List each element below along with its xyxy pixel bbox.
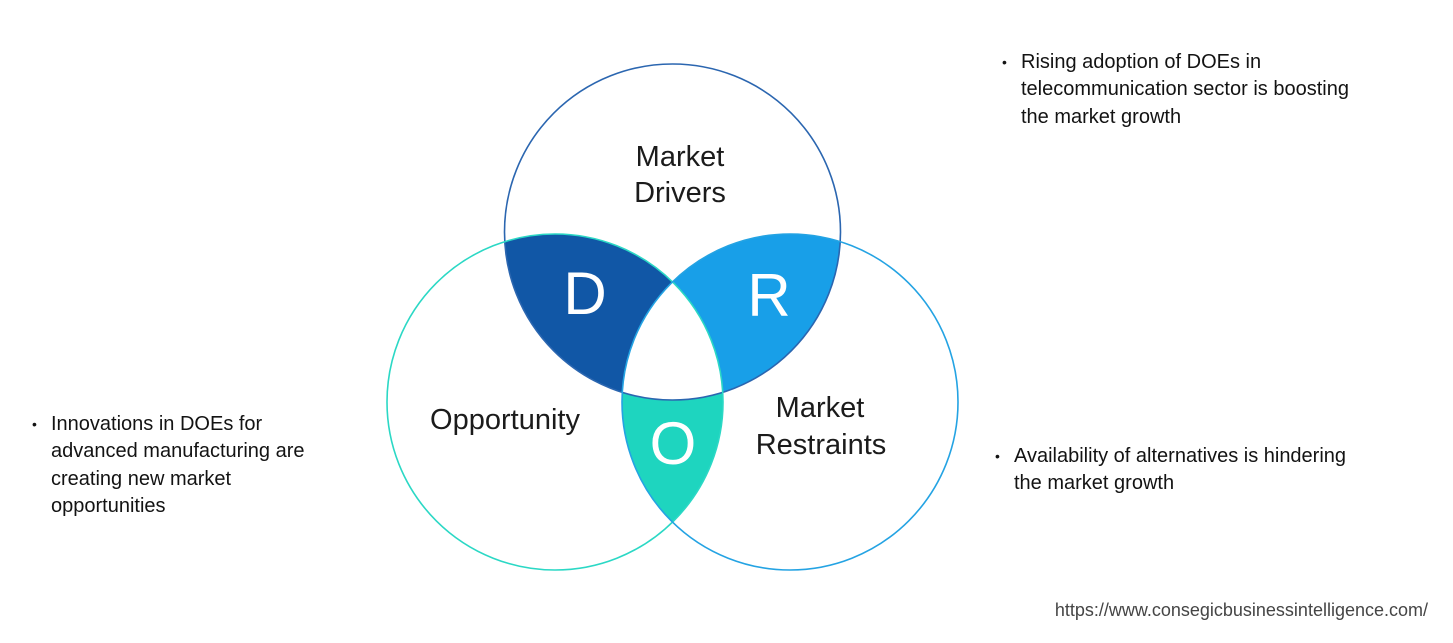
bullet-restraints-line2: the market growth — [1014, 472, 1175, 495]
drivers-restraints-overlap-fill — [622, 234, 841, 400]
bullet-icon: • — [32, 416, 37, 432]
drivers-opportunity-overlap — [504, 234, 723, 400]
bullet-icon: • — [995, 448, 1000, 464]
letter-r: R — [747, 262, 790, 329]
bullet-item-restraints: • Availability of alternatives is hinder… — [995, 443, 1346, 498]
bullet-restraints-line1: Availability of alternatives is hinderin… — [1014, 445, 1347, 467]
bullet-drivers-line3: the market growth — [1021, 105, 1182, 128]
restraints-label-line1: Market — [776, 392, 865, 424]
drivers-label-line2: Drivers — [634, 177, 726, 209]
drivers-label-line1: Market — [636, 141, 725, 173]
restraints-label-line2: Restraints — [756, 429, 887, 461]
bullet-drivers-line2: telecommunication sector is boosting — [1021, 78, 1349, 101]
bullet-opportunity-line4: opportunities — [51, 495, 166, 518]
drivers-opportunity-overlap-fill — [504, 234, 723, 400]
drivers-circle-outline — [503, 63, 842, 401]
bullet-opportunity-line3: creating new market — [51, 467, 232, 490]
bullet-opportunity-line1: Innovations in DOEs for — [51, 413, 263, 435]
bullet-drivers-line1: Rising adoption of DOEs in — [1021, 51, 1262, 73]
drivers-restraints-overlap — [622, 234, 841, 400]
bullet-opportunity-line2: advanced manufacturing are — [51, 440, 305, 463]
letter-o: O — [650, 410, 697, 477]
restraints-circle-outline — [621, 233, 959, 571]
source-url: https://www.consegicbusinessintelligence… — [1054, 600, 1428, 620]
opportunity-circle-outline — [386, 233, 724, 571]
letter-d: D — [563, 260, 606, 327]
bullet-item-drivers: • Rising adoption of DOEs in telecommuni… — [1002, 49, 1349, 131]
bullet-icon: • — [1002, 54, 1007, 70]
opportunity-label: Opportunity — [430, 404, 580, 436]
bullet-item-opportunity: • Innovations in DOEs for advanced manuf… — [32, 411, 305, 521]
